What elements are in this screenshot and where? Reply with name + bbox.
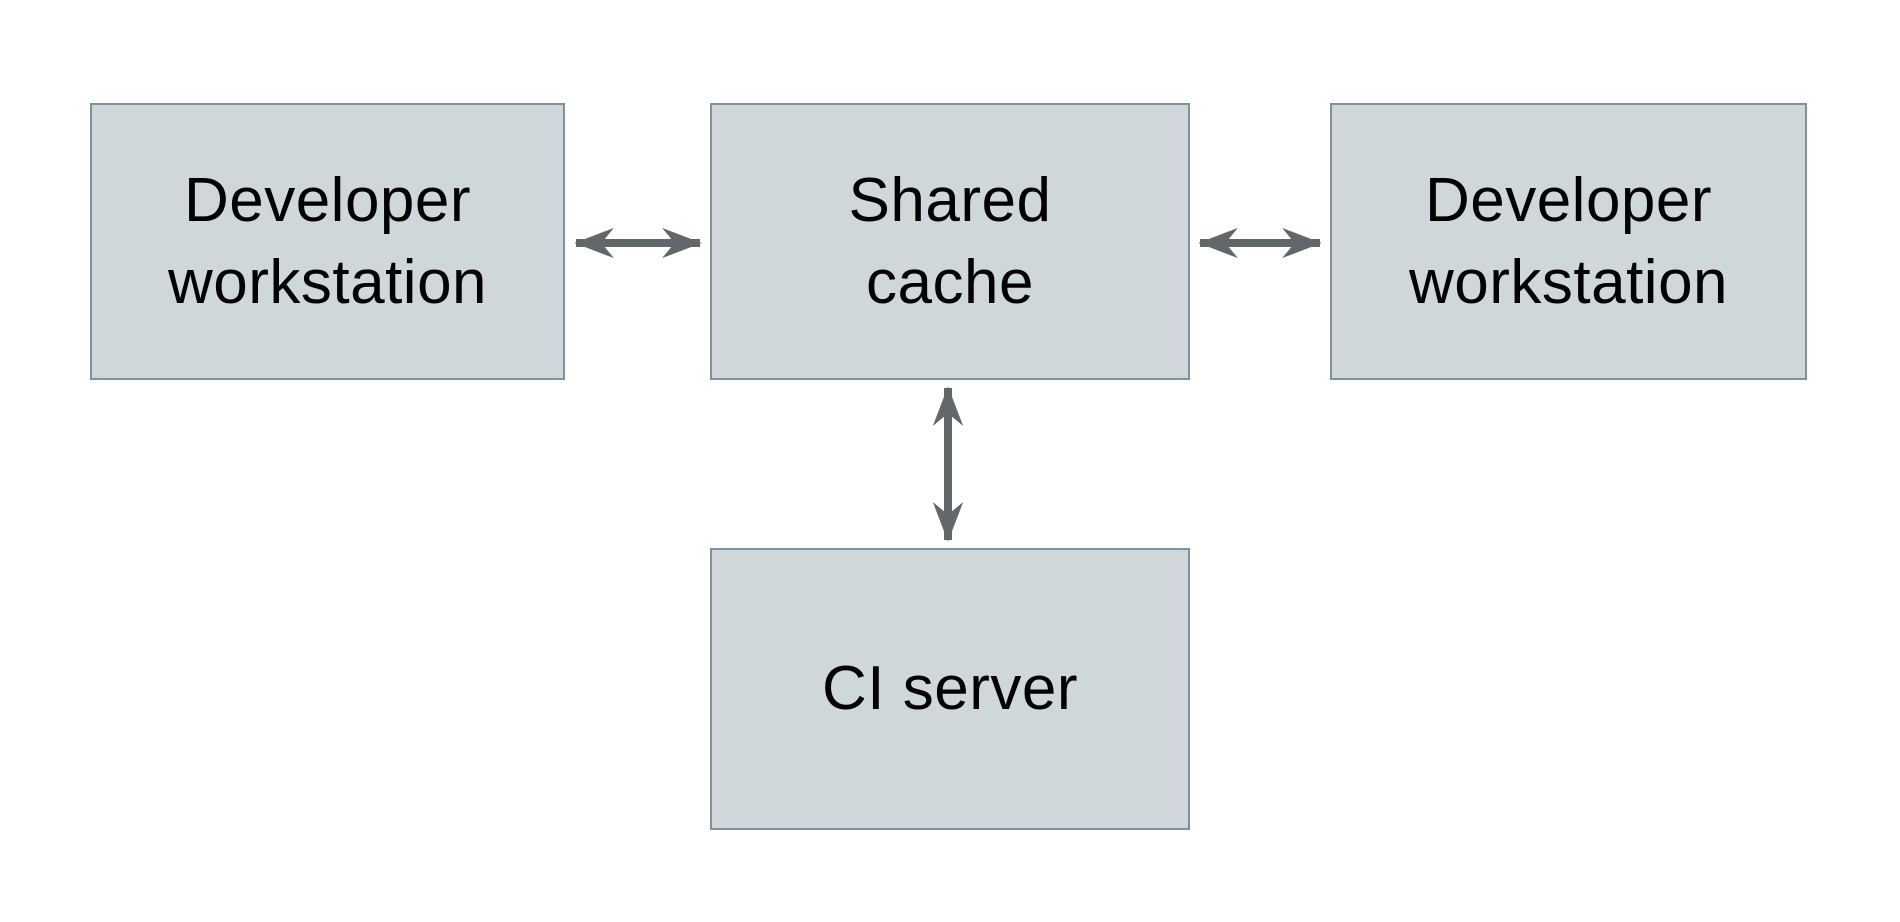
node-ci-server: CI server [710,548,1190,830]
node-label-developer-workstation-left: Developer workstation [167,165,488,317]
node-label-developer-workstation-right: Developer workstation [1408,165,1729,317]
node-label-shared-cache: Shared cache [848,165,1052,317]
node-developer-workstation-right: Developer workstation [1330,103,1807,380]
node-developer-workstation-left: Developer workstation [90,103,565,380]
node-label-ci-server: CI server [822,654,1078,724]
node-shared-cache: Shared cache [710,103,1190,380]
